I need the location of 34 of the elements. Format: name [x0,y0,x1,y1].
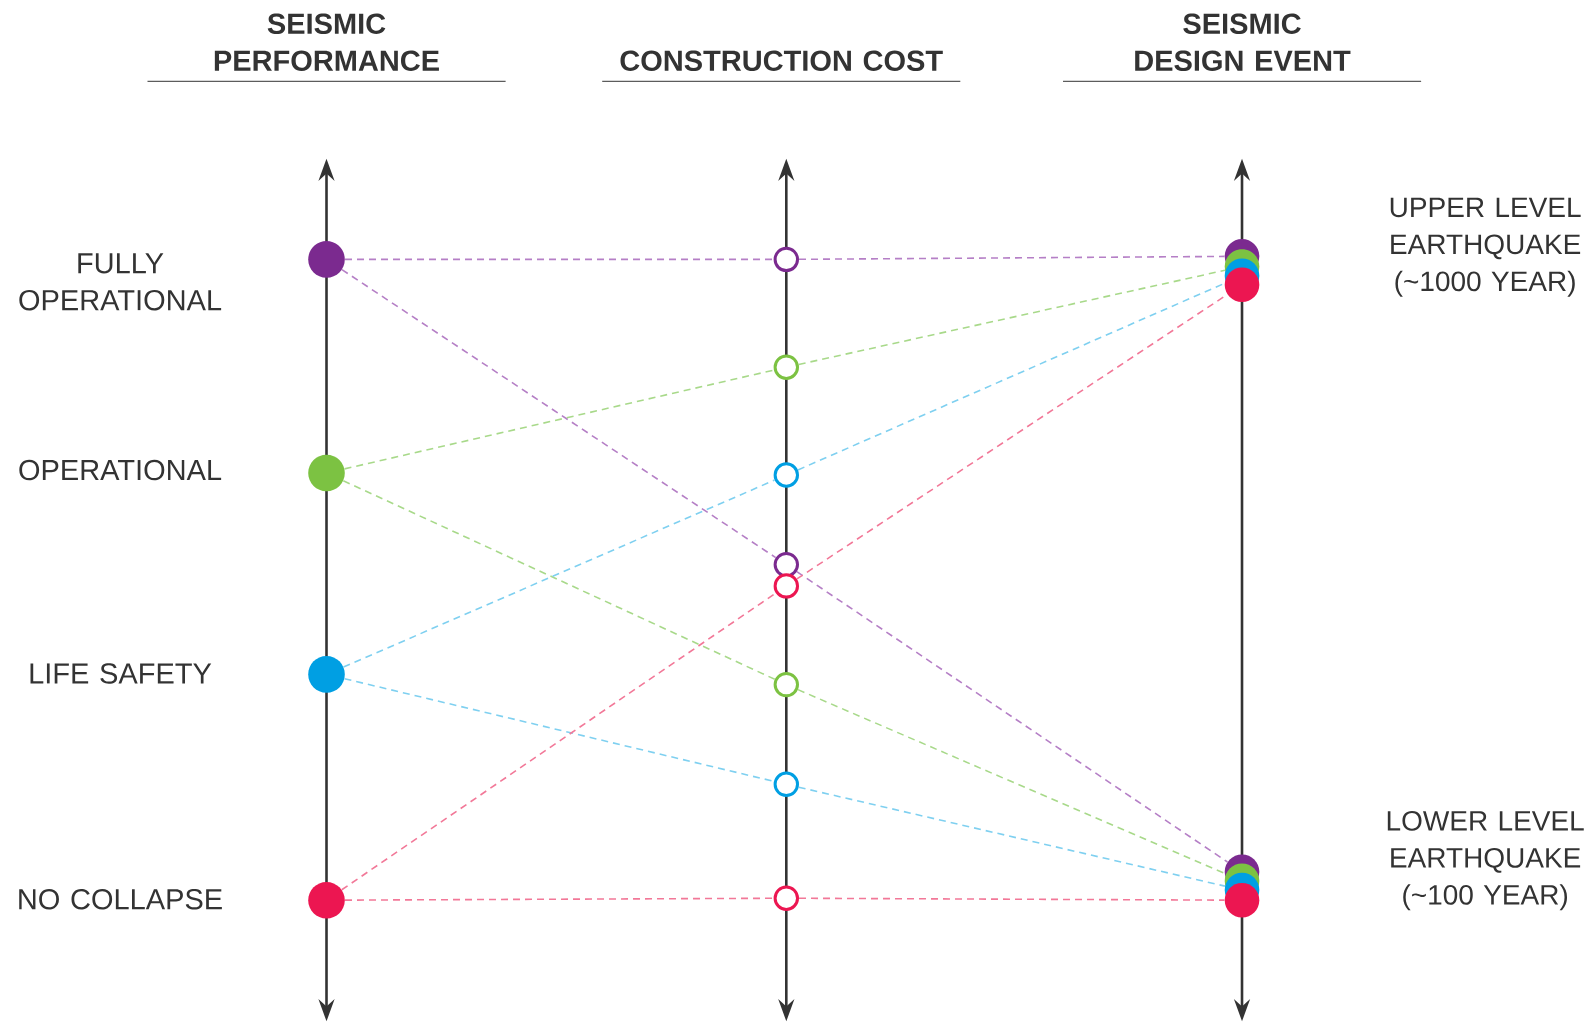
filled-dot [1224,267,1260,303]
hollow-dot [773,551,799,578]
hollow-dot [773,462,799,488]
dashed-connector [798,897,1226,901]
dashed-connector [341,268,777,559]
filled-dot [1224,882,1260,918]
hollow-dot [773,885,799,911]
hollow-dot [773,771,799,797]
filled-dot [19,881,345,919]
hollow-dot [773,573,799,599]
dashed-connector [343,677,775,783]
filled-dot [19,454,345,492]
dashed-connector [344,258,775,261]
column-heading: SEISMIC DESIGN EVENT [1135,13,1351,71]
dashed-connector [797,269,1226,366]
dashed-connector [340,592,777,891]
level-label: LIFE SAFETY [30,663,212,684]
dashed-connector [797,786,1226,887]
level-label: NO COLLAPSE [19,888,222,910]
event-label: UPPER LEVEL EARTHQUAKE (~1000 YEAR) [1390,197,1581,297]
dashed-connector [798,255,1226,261]
level-label: FULLY OPERATIONAL [19,253,222,311]
filled-dot [30,656,345,693]
hollow-dot [773,354,799,380]
column-heading: CONSTRUCTION COST [620,50,943,71]
column-heading: SEISMIC PERFORMANCE [214,13,439,71]
event-label: LOWER LEVEL EARTHQUAKE (~100 YEAR) [1387,810,1584,911]
dashed-connector [344,897,775,901]
dashed-connector [343,369,775,470]
filled-dot [19,241,345,311]
level-label: OPERATIONAL [19,459,222,481]
hollow-dot [773,671,799,698]
dashed-connector [796,570,1229,863]
hollow-dot [773,246,799,273]
